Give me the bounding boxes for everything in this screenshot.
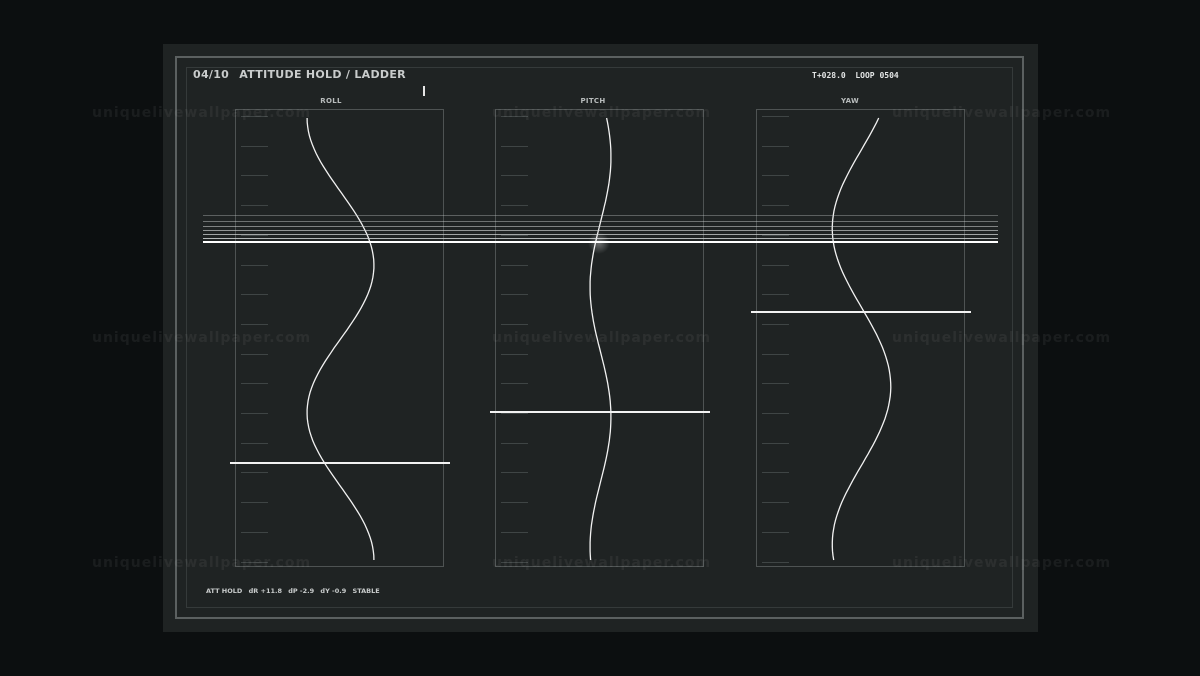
sweep-line [203,241,998,243]
ladder-tick [241,442,268,444]
pitch-marker [490,411,710,414]
watermark: uniquelivewallpaper.com [92,330,312,346]
status-mode: ATT HOLD [206,587,243,595]
ladder-tick [241,472,268,474]
ladder-tick [501,205,528,207]
sweep-line [203,234,998,235]
attitude-curve [589,117,612,561]
ladder-tick [241,561,268,563]
ladder-tick [501,116,528,117]
ladder-tick [762,561,789,563]
loop-counter: LOOP 0504 [855,71,899,80]
ladder-tick [501,175,528,177]
ladder-tick [762,234,789,236]
watermark: uniquelivewallpaper.com [492,555,712,571]
ladder-tick [501,264,528,266]
hud-panel [163,44,1038,632]
ladder-tick [501,442,528,444]
mission-time: T+028.0 [812,71,846,80]
curve-path [589,117,612,561]
watermark: uniquelivewallpaper.com [492,105,712,121]
yaw-marker [751,310,971,313]
ladder-tick [762,472,789,474]
ladder-tick [241,175,268,177]
ladder-tick [501,234,528,236]
ladder-tick [241,234,268,236]
ladder-tick [762,502,789,504]
status-state: STABLE [352,587,380,595]
ladder-tick [762,353,789,355]
ladder-tick [501,531,528,533]
sweep-line [203,226,998,227]
panel-frame [175,56,1024,619]
scan-glow [588,232,610,254]
ladder-tick [241,205,268,207]
watermark: uniquelivewallpaper.com [92,555,312,571]
ladder-tick [501,353,528,355]
sweep-line [203,221,998,222]
ladder-tick [762,413,789,414]
sweep-line [203,238,998,239]
ladder-tick [762,175,789,177]
ladder-tick [241,413,268,414]
curve-path [831,117,892,561]
ladder-tick [241,116,268,117]
ladder-tick [762,264,789,266]
attitude-curve [306,117,375,561]
ladder-tick [241,264,268,266]
ladder-tick [501,502,528,504]
watermark: uniquelivewallpaper.com [892,330,1112,346]
ladder-tick [241,323,268,325]
curve-path [306,117,375,561]
ladder-tick [501,145,528,147]
status-line: ATT HOLD dR +11.8 dP -2.9 dY -0.9 STABLE [206,587,384,595]
pitch-label: PITCH [580,97,606,105]
status-dpitch: dP -2.9 [288,587,315,595]
roll-label: ROLL [320,97,342,105]
ladder-tick [762,294,789,296]
ladder-tick [241,353,268,355]
watermark: uniquelivewallpaper.com [892,105,1112,121]
ladder-tick [762,145,789,147]
watermark: uniquelivewallpaper.com [892,555,1112,571]
title-text: ATTITUDE HOLD / LADDER [239,68,406,81]
ladder-tick [241,383,268,385]
watermark: uniquelivewallpaper.com [92,105,312,121]
watermark: uniquelivewallpaper.com [492,330,712,346]
ladder-tick [501,413,528,414]
ladder-tick [241,502,268,504]
ladder-tick [762,442,789,444]
sweep-line [203,215,998,216]
status-dyaw: dY -0.9 [320,587,347,595]
yaw-label: YAW [840,97,860,105]
ladder-tick [762,323,789,325]
slide-counter: 04/10 [193,68,230,81]
ladder-tick [501,383,528,385]
ladder-tick [501,294,528,296]
yaw-ladder [756,109,965,567]
ladder-tick [762,383,789,385]
ladder-tick [241,294,268,296]
cursor-mark [423,86,425,96]
time-readout: T+028.0 LOOP 0504 [812,71,899,80]
ladder-tick [762,531,789,533]
sweep-line [203,230,998,231]
ladder-tick [501,472,528,474]
ladder-tick [762,116,789,117]
pitch-ladder [495,109,704,567]
roll-ladder [235,109,444,567]
attitude-curve [831,117,892,561]
roll-marker [230,461,450,464]
scan-sweep [203,212,998,244]
panel-inner-frame [186,67,1013,608]
ladder-tick [501,561,528,563]
page-title: 04/10 ATTITUDE HOLD / LADDER [193,68,406,81]
ladder-tick [241,531,268,533]
ladder-tick [241,145,268,147]
ladder-tick [762,205,789,207]
status-droll: dR +11.8 [248,587,282,595]
ladder-tick [501,323,528,325]
